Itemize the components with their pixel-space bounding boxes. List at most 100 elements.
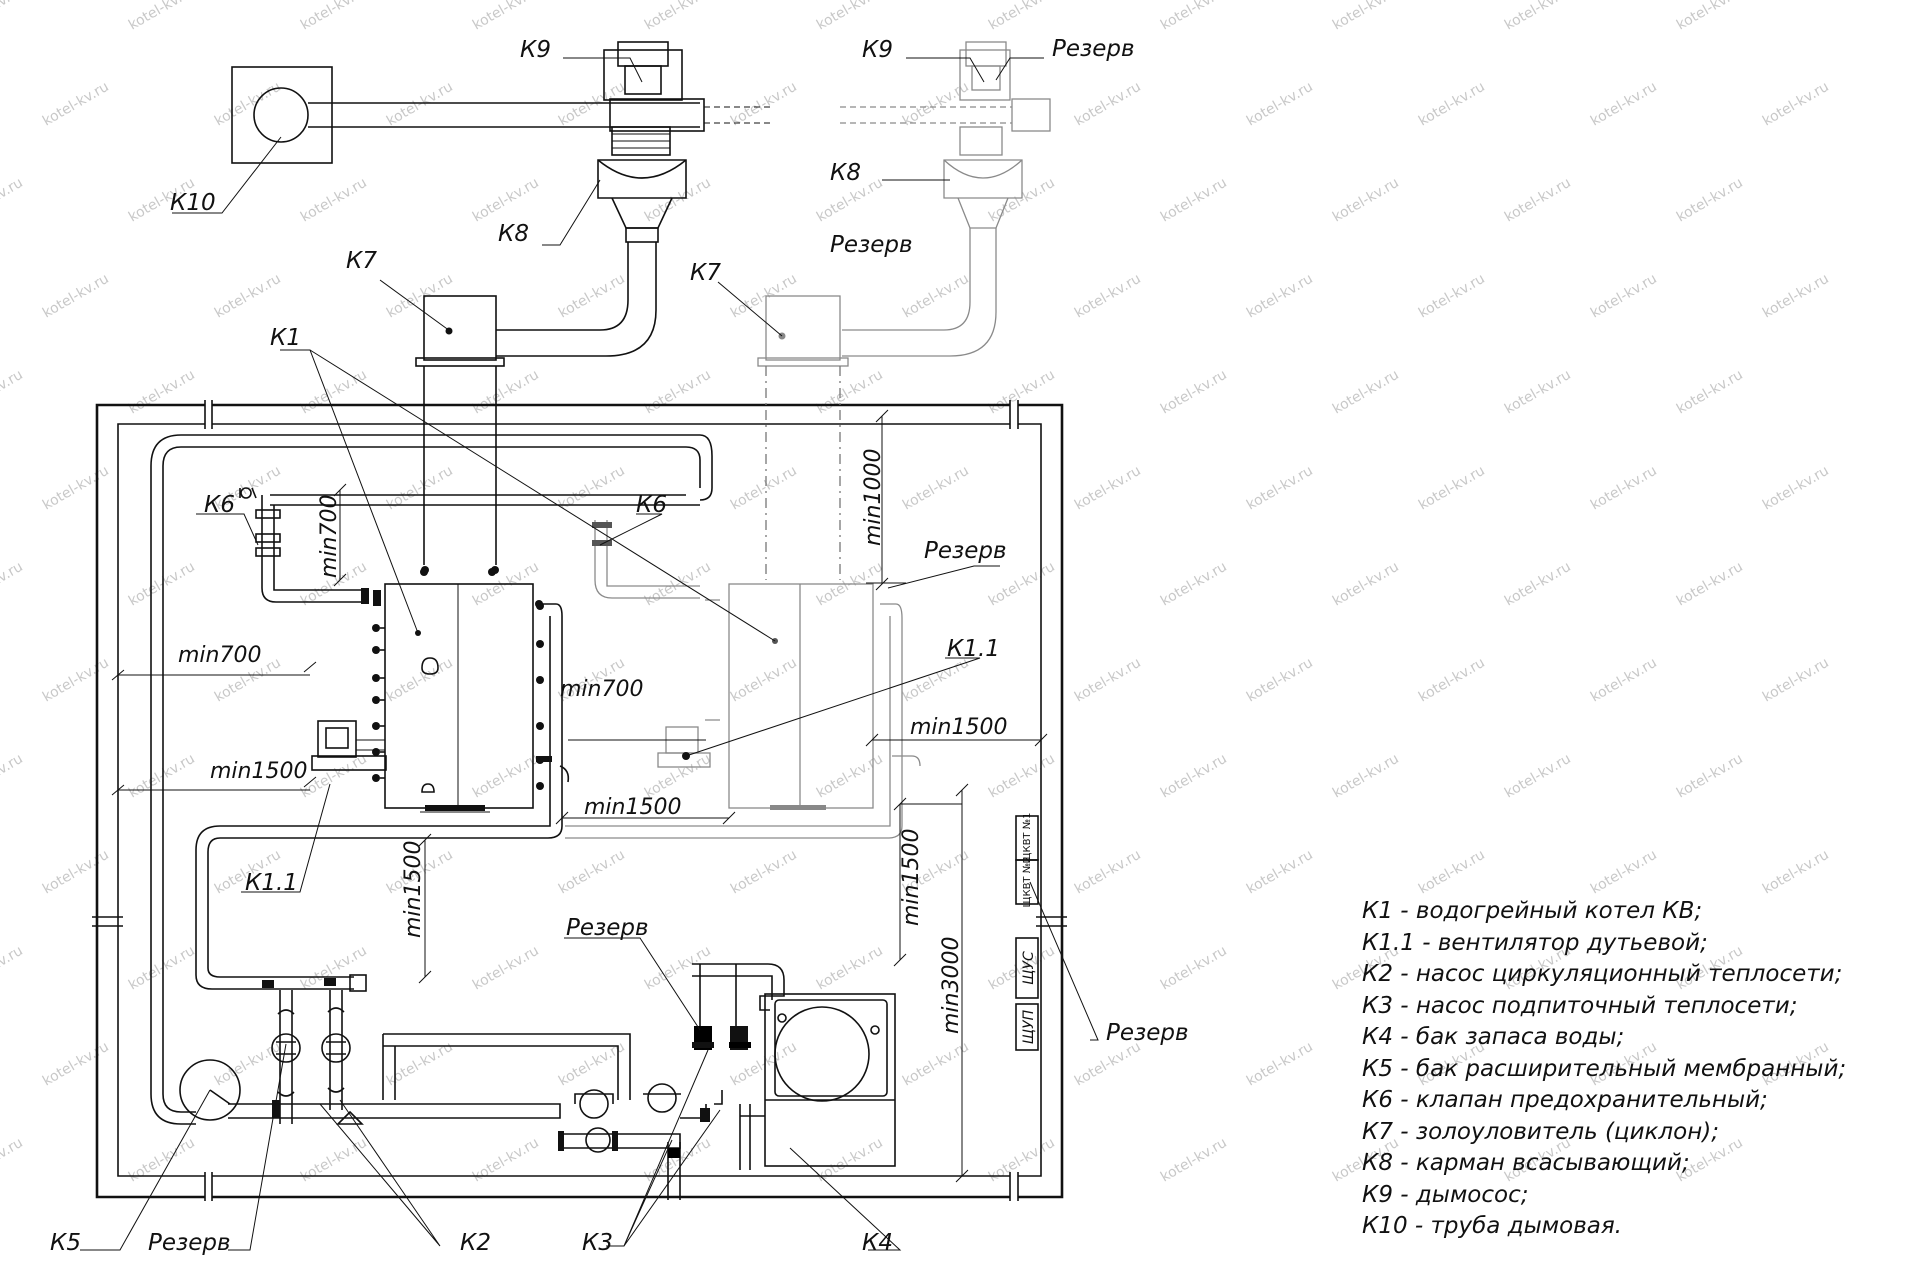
watermark-text: kotel-kv.ru <box>986 751 1058 802</box>
watermark-text: kotel-kv.ru <box>1244 847 1316 898</box>
watermark-text: kotel-kv.ru <box>40 1039 112 1090</box>
watermark-text: kotel-kv.ru <box>0 367 26 418</box>
dimension-lines <box>111 409 1048 1183</box>
watermark-text: kotel-kv.ru <box>1760 463 1832 514</box>
label-k5: К5 <box>50 1230 81 1256</box>
legend-item: К7 - золоуловитель (циклон); <box>1362 1118 1719 1145</box>
cabinet-shchkvt2-label: ЩКВТ №2 <box>1022 857 1033 908</box>
watermark-text: kotel-kv.ru <box>986 1135 1058 1186</box>
watermark-text: kotel-kv.ru <box>1158 751 1230 802</box>
watermark-text: kotel-kv.ru <box>126 943 198 994</box>
watermark-text: kotel-kv.ru <box>0 751 26 802</box>
dim-min3000: min3000 <box>939 937 964 1034</box>
boiler-fitting <box>536 676 544 684</box>
watermark-text: kotel-kv.ru <box>1760 655 1832 706</box>
watermark-text: kotel-kv.ru <box>0 1135 26 1186</box>
watermark-text: kotel-kv.ru <box>556 271 628 322</box>
watermark-text: kotel-kv.ru <box>1244 271 1316 322</box>
cabinet-shchkvt1-label: ЩКВТ №1 <box>1022 813 1033 864</box>
watermark-text: kotel-kv.ru <box>212 1039 284 1090</box>
watermark-text: kotel-kv.ru <box>642 943 714 994</box>
suction-pocket-k8 <box>597 159 687 199</box>
dim-min1500-b: min1500 <box>584 795 681 820</box>
watermark-text: kotel-kv.ru <box>1416 463 1488 514</box>
label-k1-1-left: К1.1 <box>245 870 298 896</box>
legend-item: К2 - насос циркуляционный теплосети; <box>1362 961 1843 987</box>
watermark-text: kotel-kv.ru <box>642 367 714 418</box>
chimney-pipe <box>253 87 309 143</box>
heating-piping <box>150 434 921 1125</box>
cabinet-shchus-label: ЩУС <box>1021 951 1037 985</box>
watermark-text: kotel-kv.ru <box>470 175 542 226</box>
flue-system-main <box>231 41 770 574</box>
dim-min1500-d: min1500 <box>401 841 426 938</box>
watermark-text: kotel-kv.ru <box>728 655 800 706</box>
dim-min700-b: min700 <box>317 495 342 578</box>
watermark-text: kotel-kv.ru <box>1158 943 1230 994</box>
watermark-text: kotel-kv.ru <box>0 175 26 226</box>
dim-min1000: min1000 <box>861 449 886 546</box>
watermark-text: kotel-kv.ru <box>1502 0 1574 33</box>
watermark-text: kotel-kv.ru <box>1674 367 1746 418</box>
expansion-tank-k5 <box>179 1059 561 1121</box>
boiler-fitting <box>372 674 380 682</box>
watermark-text: kotel-kv.ru <box>900 79 972 130</box>
dim-min1500-a: min1500 <box>210 759 307 784</box>
label-k10: К10 <box>170 190 216 216</box>
watermark-text: kotel-kv.ru <box>40 655 112 706</box>
boiler-fitting <box>536 782 544 790</box>
watermark-text: kotel-kv.ru <box>1674 0 1746 33</box>
smoke-exhauster-k9 <box>603 49 683 101</box>
watermark-text: kotel-kv.ru <box>0 559 26 610</box>
watermark-text: kotel-kv.ru <box>470 751 542 802</box>
watermark-text: kotel-kv.ru <box>1588 463 1660 514</box>
watermark-text: kotel-kv.ru <box>470 943 542 994</box>
watermark-text: kotel-kv.ru <box>1330 175 1402 226</box>
chimney-base <box>231 66 333 164</box>
watermark-text: kotel-kv.ru <box>1072 271 1144 322</box>
watermark-text: kotel-kv.ru <box>384 79 456 130</box>
leader-lines <box>80 57 1099 1251</box>
watermark-text: kotel-kv.ru <box>814 1135 886 1186</box>
dim-min1500-c: min1500 <box>910 715 1007 740</box>
legend-item: К1 - водогрейный котел КВ; <box>1362 898 1703 924</box>
building-walls <box>92 400 1067 1201</box>
watermark-text: kotel-kv.ru <box>814 751 886 802</box>
cabinet-shchus <box>1015 937 1039 999</box>
watermark-text: kotel-kv.ru <box>126 559 198 610</box>
label-reserve-k7: Резерв <box>830 232 913 258</box>
watermark-text: kotel-kv.ru <box>1158 0 1230 33</box>
watermark-text: kotel-kv.ru <box>1158 1135 1230 1186</box>
boiler-fitting <box>372 696 380 704</box>
watermark-text: kotel-kv.ru <box>900 655 972 706</box>
watermark-text: kotel-kv.ru <box>384 655 456 706</box>
boiler-fitting <box>372 624 380 632</box>
watermark-text: kotel-kv.ru <box>556 463 628 514</box>
label-k9-reserve: К9 <box>862 37 893 63</box>
watermark-text: kotel-kv.ru <box>1244 463 1316 514</box>
watermark-text: kotel-kv.ru <box>642 0 714 33</box>
component-labels: К9 К9 Резерв К10 К8 К8 К7 К7 Резерв К1 К… <box>50 36 1189 1256</box>
watermark-text: kotel-kv.ru <box>1760 79 1832 130</box>
watermark-text: kotel-kv.ru <box>470 0 542 33</box>
cabinet-shchkvt2 <box>1015 859 1039 905</box>
label-reserve-cabinet: Резерв <box>1106 1020 1189 1046</box>
watermark-text: kotel-kv.ru <box>1416 847 1488 898</box>
watermark-text: kotel-kv.ru <box>40 463 112 514</box>
watermark-text: kotel-kv.ru <box>0 943 26 994</box>
watermark-text: kotel-kv.ru <box>986 367 1058 418</box>
watermark-text: kotel-kv.ru <box>1588 847 1660 898</box>
watermark-text: kotel-kv.ru <box>384 463 456 514</box>
cabinet-shchup <box>1015 1003 1039 1051</box>
dim-min700-c: min700 <box>560 677 643 702</box>
flue-system-reserve <box>757 41 1051 580</box>
label-reserve-pumps: Резерв <box>566 915 649 941</box>
legend-item: К10 - труба дымовая. <box>1362 1213 1622 1239</box>
watermark-text: kotel-kv.ru <box>1674 175 1746 226</box>
ash-collector-k7 <box>423 295 497 361</box>
watermark-text: kotel-kv.ru <box>126 0 198 33</box>
dimension-labels: min700 min700 min700 min1000 min1500 min… <box>178 449 1007 1034</box>
label-k9-main: К9 <box>520 37 551 63</box>
watermark-text: kotel-kv.ru <box>40 271 112 322</box>
